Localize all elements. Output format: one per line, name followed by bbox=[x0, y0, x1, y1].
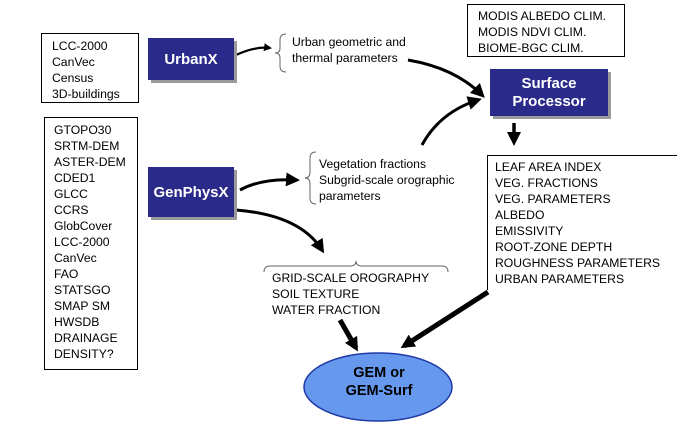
geo-source-item: LCC-2000 bbox=[54, 235, 110, 249]
arrow-genphysx-to-veg-params bbox=[239, 172, 300, 192]
geo-source-item: CanVec bbox=[54, 251, 97, 265]
geo-source-item: CCRS bbox=[54, 203, 89, 217]
veg-params-line: Subgrid-scale orographic bbox=[319, 173, 455, 187]
brace-grid-params bbox=[263, 260, 449, 273]
surface-output-item: ROOT-ZONE DEPTH bbox=[495, 240, 613, 254]
surface-processor-box: Surface Processor bbox=[490, 69, 608, 116]
arrow-genphysx-to-grid-params bbox=[235, 208, 325, 254]
gem-label-line: GEM or bbox=[353, 365, 405, 381]
urban-source-item: LCC-2000 bbox=[52, 39, 108, 53]
urbanx-label: UrbanX bbox=[164, 50, 218, 68]
arrow-urban-params-to-processor bbox=[407, 58, 485, 98]
geo-source-item: DENSITY? bbox=[54, 347, 114, 361]
urban-params-text: Urban geometric and thermal parameters bbox=[292, 34, 406, 66]
genphysx-label: GenPhysX bbox=[153, 183, 229, 201]
climatology-sources-box: MODIS ALBEDO CLIM. MODIS NDVI CLIM. BIOM… bbox=[467, 4, 625, 57]
urban-source-item: Census bbox=[52, 71, 94, 85]
urban-source-item: CanVec bbox=[52, 55, 95, 69]
surface-output-item: EMISSIVITY bbox=[495, 224, 564, 238]
arrow-urbanx-to-urban-params bbox=[235, 43, 272, 57]
genphysx-box: GenPhysX bbox=[148, 167, 234, 217]
geo-source-item: HWSDB bbox=[54, 315, 100, 329]
grid-params-text: GRID-SCALE OROGRAPHY SOIL TEXTURE WATER … bbox=[272, 270, 429, 318]
geo-source-item: GlobCover bbox=[54, 219, 113, 233]
veg-params-line: Vegetation fractions bbox=[319, 157, 427, 171]
arrow-veg-params-to-processor bbox=[420, 96, 482, 146]
grid-params-line: WATER FRACTION bbox=[272, 303, 381, 317]
brace-urban-params bbox=[274, 33, 287, 73]
climatology-item: MODIS ALBEDO CLIM. bbox=[478, 9, 606, 23]
surface-output-item: ALBEDO bbox=[495, 208, 545, 222]
surface-output-item: URBAN PARAMETERS bbox=[495, 272, 625, 286]
urbanx-box: UrbanX bbox=[148, 38, 234, 80]
geo-source-item: SRTM-DEM bbox=[54, 139, 120, 153]
surface-output-item: LEAF AREA INDEX bbox=[495, 160, 602, 174]
surface-output-item: VEG. FRACTIONS bbox=[495, 176, 598, 190]
geo-source-item: DRAINAGE bbox=[54, 331, 118, 345]
geo-source-item: FAO bbox=[54, 267, 79, 281]
geo-sources-box: GTOPO30 SRTM-DEM ASTER-DEM CDED1 GLCC CC… bbox=[44, 117, 138, 370]
geo-source-item: ASTER-DEM bbox=[54, 155, 126, 169]
geo-source-item: GLCC bbox=[54, 187, 88, 201]
gem-label: GEM or GEM-Surf bbox=[314, 364, 444, 400]
brace-veg-params bbox=[304, 151, 317, 205]
surface-outputs-box: LEAF AREA INDEX VEG. FRACTIONS VEG. PARA… bbox=[487, 155, 677, 290]
veg-params-text: Vegetation fractions Subgrid-scale orogr… bbox=[319, 156, 455, 204]
geo-source-item: SMAP SM bbox=[54, 299, 110, 313]
arrow-outputs-to-gem bbox=[400, 289, 490, 349]
grid-params-line: SOIL TEXTURE bbox=[272, 287, 360, 301]
urban-params-line: thermal parameters bbox=[292, 51, 398, 65]
urban-sources-box: LCC-2000 CanVec Census 3D-buildings bbox=[41, 33, 139, 103]
surface-output-item: ROUGHNESS PARAMETERS bbox=[495, 256, 661, 270]
arrow-grid-to-gem bbox=[337, 318, 359, 352]
surface-output-item: VEG. PARAMETERS bbox=[495, 192, 611, 206]
surface-processor-label: Surface bbox=[521, 74, 577, 92]
geo-source-item: CDED1 bbox=[54, 171, 96, 185]
gem-label-line: GEM-Surf bbox=[345, 383, 413, 399]
urban-source-item: 3D-buildings bbox=[52, 87, 120, 101]
surface-processor-label: Processor bbox=[512, 92, 586, 110]
geo-source-item: STATSGO bbox=[54, 283, 111, 297]
geo-source-item: GTOPO30 bbox=[54, 123, 112, 137]
gem-ellipse bbox=[303, 352, 453, 422]
climatology-item: MODIS NDVI CLIM. bbox=[478, 25, 587, 39]
veg-params-line: parameters bbox=[319, 189, 381, 203]
grid-params-line: GRID-SCALE OROGRAPHY bbox=[272, 271, 430, 285]
climatology-item: BIOME-BGC CLIM. bbox=[478, 41, 584, 55]
urban-params-line: Urban geometric and bbox=[292, 35, 406, 49]
